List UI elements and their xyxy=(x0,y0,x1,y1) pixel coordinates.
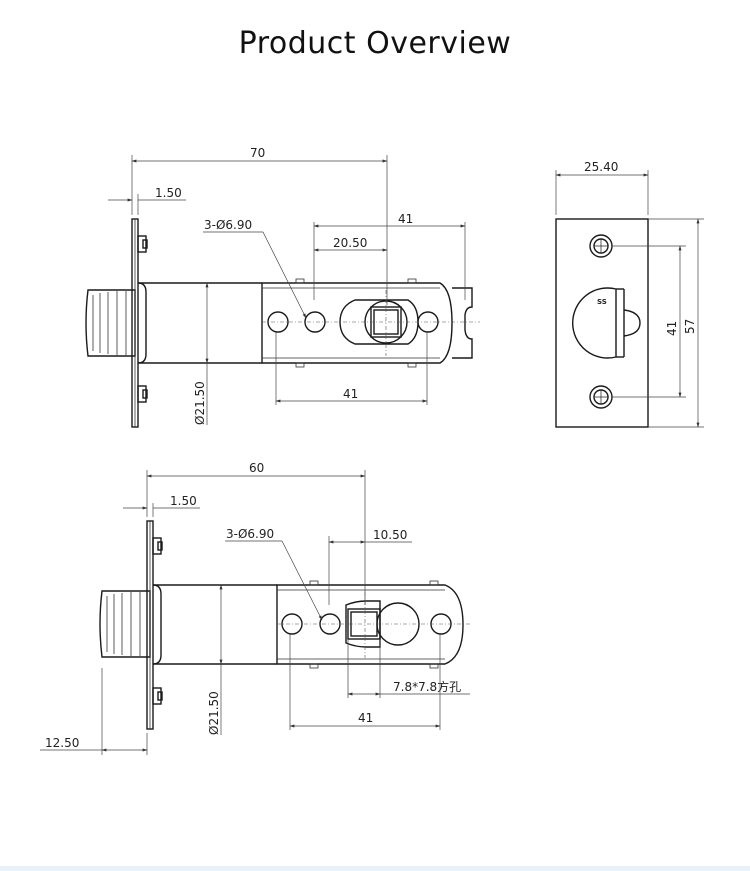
bottom-side-view xyxy=(99,520,470,730)
dim-41-plate: 41 xyxy=(665,321,679,336)
dim-1-50-top: 1.50 xyxy=(155,186,182,200)
dim-20-50: 20.50 xyxy=(333,236,367,250)
top-dimensions: 70 1.50 3-Ø6.90 41 20.50 41 Ø21.50 xyxy=(108,146,466,425)
bolt-mark: SS xyxy=(597,298,607,306)
bottom-knob xyxy=(99,590,151,658)
dim-25-40: 25.40 xyxy=(584,160,618,174)
dim-square: 7.8*7.8方孔 xyxy=(393,679,461,694)
dim-dia-top: Ø21.50 xyxy=(193,381,207,425)
top-side-view xyxy=(85,218,480,428)
dim-holes-top: 3-Ø6.90 xyxy=(204,218,252,232)
dim-12-50: 12.50 xyxy=(45,736,79,750)
dim-60: 60 xyxy=(249,461,264,475)
dim-41-bottom: 41 xyxy=(343,387,358,401)
dim-10-50: 10.50 xyxy=(373,528,407,542)
latch-bolt xyxy=(571,287,617,359)
face-plate-view: SS xyxy=(555,218,649,428)
plate-dimensions: 25.40 41 57 xyxy=(555,160,704,428)
dim-70: 70 xyxy=(250,146,265,160)
dim-41-lower: 41 xyxy=(358,711,373,725)
dim-1-50-bottom: 1.50 xyxy=(170,494,197,508)
top-latch-case xyxy=(261,282,453,364)
dim-41-top: 41 xyxy=(398,212,413,226)
dim-dia-bottom: Ø21.50 xyxy=(207,691,221,735)
dim-57-plate: 57 xyxy=(683,319,697,334)
dim-holes-bottom: 3-Ø6.90 xyxy=(226,527,274,541)
bottom-latch-case xyxy=(276,584,464,665)
top-knob xyxy=(85,289,136,357)
bottom-band xyxy=(0,866,750,871)
face-plate-outline xyxy=(555,218,649,428)
bottom-dimensions: 60 1.50 3-Ø6.90 10.50 7.8*7.8方孔 41 Ø21.5… xyxy=(40,461,470,755)
page-title: Product Overview xyxy=(238,26,512,61)
